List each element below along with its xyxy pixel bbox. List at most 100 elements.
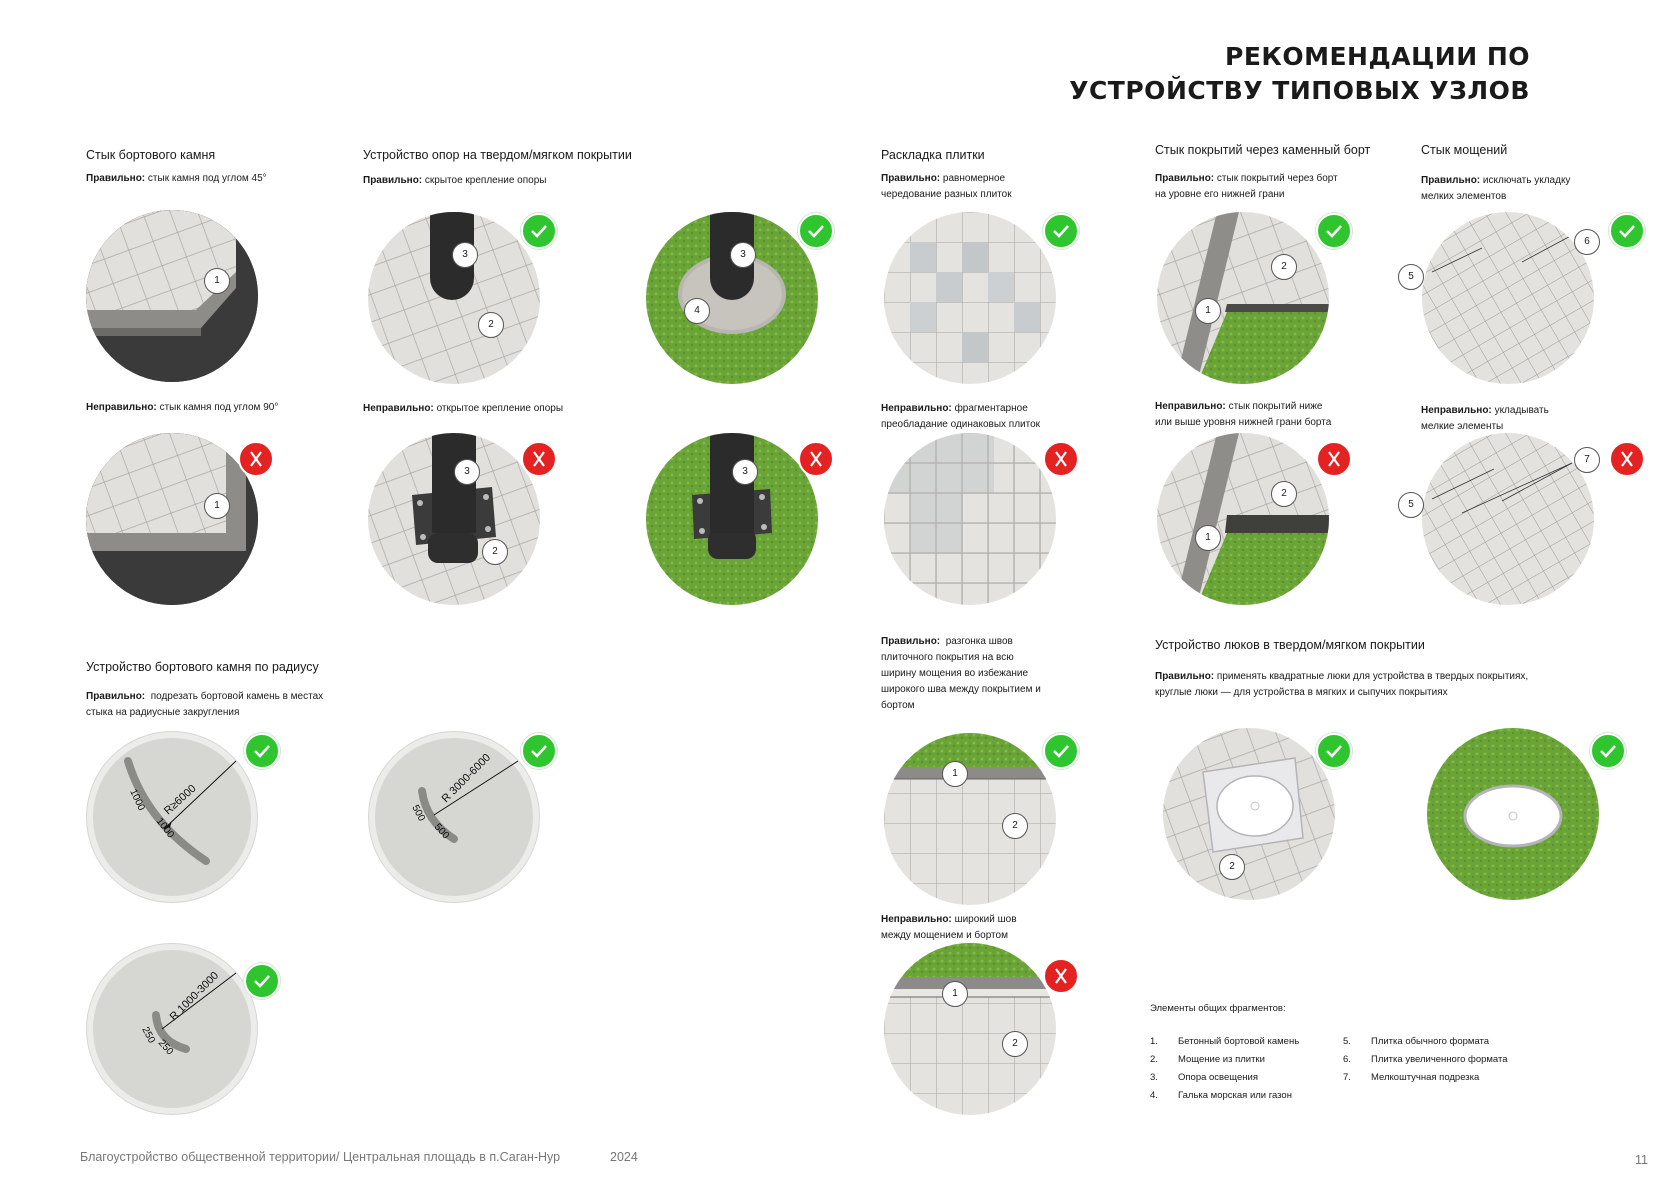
s3-bad-text-2: преобладание одинаковых плиток bbox=[881, 419, 1041, 430]
s5-ok-illustration bbox=[1422, 212, 1594, 384]
wrong-mark-icon bbox=[1043, 958, 1079, 994]
page-title: РЕКОМЕНДАЦИИ ПО УСТРОЙСТВУ ТИПОВЫХ УЗЛОВ bbox=[1069, 40, 1530, 108]
pole-soft-hidden-graphic bbox=[646, 212, 818, 384]
callout-4: 4 bbox=[684, 298, 710, 324]
callout-2: 2 bbox=[1271, 254, 1297, 280]
label-right: Правильно: bbox=[1155, 671, 1215, 682]
callout-2: 2 bbox=[1219, 854, 1245, 880]
page-title-line1: РЕКОМЕНДАЦИИ ПО bbox=[1225, 42, 1530, 71]
wrong-mark-icon bbox=[1609, 441, 1645, 477]
radius-curb-medium-graphic: R 3000-6000 500 500 bbox=[369, 732, 539, 902]
callout-2: 2 bbox=[1271, 481, 1297, 507]
wrong-mark-icon bbox=[798, 441, 834, 477]
callout-5: 5 bbox=[1398, 492, 1424, 518]
border-joint-ok-graphic bbox=[1157, 212, 1329, 384]
s2-ok-desc: Правильно: скрытое крепление опоры bbox=[363, 173, 546, 189]
curb-45-graphic bbox=[86, 210, 258, 382]
label-wrong: Неправильно: bbox=[363, 403, 434, 414]
s7-bad-1: широкий шов bbox=[954, 914, 1017, 925]
s6-ok-text-1: подрезать бортовой камень в местах bbox=[150, 691, 324, 702]
s6-radius-small-illustration: R 1000-3000 250 250 bbox=[86, 943, 258, 1115]
callout-1: 1 bbox=[1195, 525, 1221, 551]
s6-c1-radius: R≥6000 bbox=[162, 783, 199, 818]
s2-bad-hard-illustration: 3 2 bbox=[368, 433, 540, 605]
legend-heading: Элементы общих фрагментов: bbox=[1150, 1003, 1286, 1014]
s6-radius-large-illustration: R≥6000 1000 1000 bbox=[86, 731, 258, 903]
s1-ok-illustration: 1 bbox=[86, 210, 258, 382]
callout-2: 2 bbox=[482, 539, 508, 565]
s4-ok-text-2: на уровне его нижней грани bbox=[1155, 189, 1285, 200]
s1-bad-text: стык камня под углом 90° bbox=[159, 402, 279, 413]
callout-2: 2 bbox=[1002, 813, 1028, 839]
curb-90-graphic bbox=[86, 433, 258, 605]
s5-title: Стык мощений bbox=[1421, 143, 1508, 157]
s3-ok-text-1: равномерное bbox=[942, 173, 1006, 184]
s7-bad-illustration: 1 2 bbox=[884, 943, 1056, 1115]
s3-ok-text-2: чередование разных плиток bbox=[881, 189, 1012, 200]
s3-ok-desc: Правильно: равномерное чередование разны… bbox=[881, 171, 1012, 203]
paving-joint-bad-graphic bbox=[1422, 433, 1594, 605]
pole-hard-open-graphic bbox=[368, 433, 540, 605]
callout-3: 3 bbox=[732, 459, 758, 485]
label-right: Правильно: bbox=[881, 636, 941, 647]
round-hatch-graphic bbox=[1427, 728, 1599, 900]
s3-bad-illustration bbox=[884, 433, 1056, 605]
legend-item: 6.Плитка увеличенного формата bbox=[1343, 1054, 1508, 1065]
seam-spread-ok-graphic bbox=[884, 733, 1056, 905]
callout-1: 1 bbox=[942, 981, 968, 1007]
label-right: Правильно: bbox=[86, 173, 146, 184]
legend-item: 7.Мелкоштучная подрезка bbox=[1343, 1072, 1480, 1083]
s4-bad-text-2: или выше уровня нижней грани борта bbox=[1155, 417, 1332, 428]
s4-bad-desc: Неправильно: стык покрытий ниже или выше… bbox=[1155, 399, 1331, 431]
label-wrong: Неправильно: bbox=[1155, 401, 1226, 412]
s8-ok-2: круглые люки — для устройства в мягких и… bbox=[1155, 687, 1448, 698]
s8-ok-1: применять квадратные люки для устройства… bbox=[1216, 671, 1529, 682]
s7-ok-illustration: 1 2 bbox=[884, 733, 1056, 905]
s6-c2-radius: R 3000-6000 bbox=[440, 752, 493, 805]
label-wrong: Неправильно: bbox=[1421, 405, 1492, 416]
s7-bad-desc: Неправильно: широкий шов между мощением … bbox=[881, 912, 1017, 944]
wrong-mark-icon bbox=[521, 441, 557, 477]
s5-bad-text-1: укладывать bbox=[1494, 405, 1549, 416]
callout-5: 5 bbox=[1398, 264, 1424, 290]
callout-6: 6 bbox=[1574, 229, 1600, 255]
right-mark-icon bbox=[521, 733, 557, 769]
s7-ok-3: ширину мощения во избежание bbox=[881, 668, 1029, 679]
footer-year: 2024 bbox=[610, 1150, 638, 1164]
s2-bad-desc: Неправильно: открытое крепление опоры bbox=[363, 401, 563, 417]
callout-3: 3 bbox=[452, 242, 478, 268]
tile-layout-even-graphic bbox=[884, 212, 1056, 384]
radius-curb-small-graphic: R 1000-3000 250 250 bbox=[87, 944, 257, 1114]
radius-curb-large-graphic: R≥6000 1000 1000 bbox=[87, 732, 257, 902]
label-wrong: Неправильно: bbox=[86, 402, 157, 413]
s4-bad-illustration: 2 1 bbox=[1157, 433, 1329, 605]
page-title-line2: УСТРОЙСТВУ ТИПОВЫХ УЗЛОВ bbox=[1069, 76, 1530, 105]
page-number: 11 bbox=[1635, 1153, 1648, 1167]
s6-c3-radius: R 1000-3000 bbox=[168, 970, 221, 1023]
callout-3: 3 bbox=[454, 459, 480, 485]
s6-radius-medium-illustration: R 3000-6000 500 500 bbox=[368, 731, 540, 903]
s2-ok-soft-illustration: 3 4 bbox=[646, 212, 818, 384]
s6-c3-dim-a: 250 bbox=[139, 1025, 157, 1045]
s1-ok-text: стык камня под углом 45° bbox=[147, 173, 267, 184]
right-mark-icon bbox=[1043, 213, 1079, 249]
footer-text: Благоустройство общественной территории/… bbox=[80, 1150, 561, 1164]
s5-ok-text-1: исключать укладку bbox=[1482, 175, 1571, 186]
paving-joint-ok-graphic bbox=[1422, 212, 1594, 384]
s5-ok-desc: Правильно: исключать укладку мелких элем… bbox=[1421, 173, 1570, 205]
right-mark-icon bbox=[244, 733, 280, 769]
s8-round-hatch-illustration bbox=[1427, 728, 1599, 900]
callout-1: 1 bbox=[204, 493, 230, 519]
label-wrong: Неправильно: bbox=[881, 403, 952, 414]
label-right: Правильно: bbox=[363, 175, 423, 186]
s2-bad-text: открытое крепление опоры bbox=[436, 403, 564, 414]
tile-layout-fragmented-graphic bbox=[884, 433, 1056, 605]
s7-ok-1: разгонка швов bbox=[945, 636, 1013, 647]
s3-ok-illustration bbox=[884, 212, 1056, 384]
s7-bad-2: между мощением и бортом bbox=[881, 930, 1008, 941]
s4-ok-illustration: 2 1 bbox=[1157, 212, 1329, 384]
s7-ok-2: плиточного покрытия на всю bbox=[881, 652, 1014, 663]
callout-2: 2 bbox=[1002, 1031, 1028, 1057]
pole-hard-hidden-graphic bbox=[368, 212, 540, 384]
s7-ok-5: бортом bbox=[881, 700, 915, 711]
